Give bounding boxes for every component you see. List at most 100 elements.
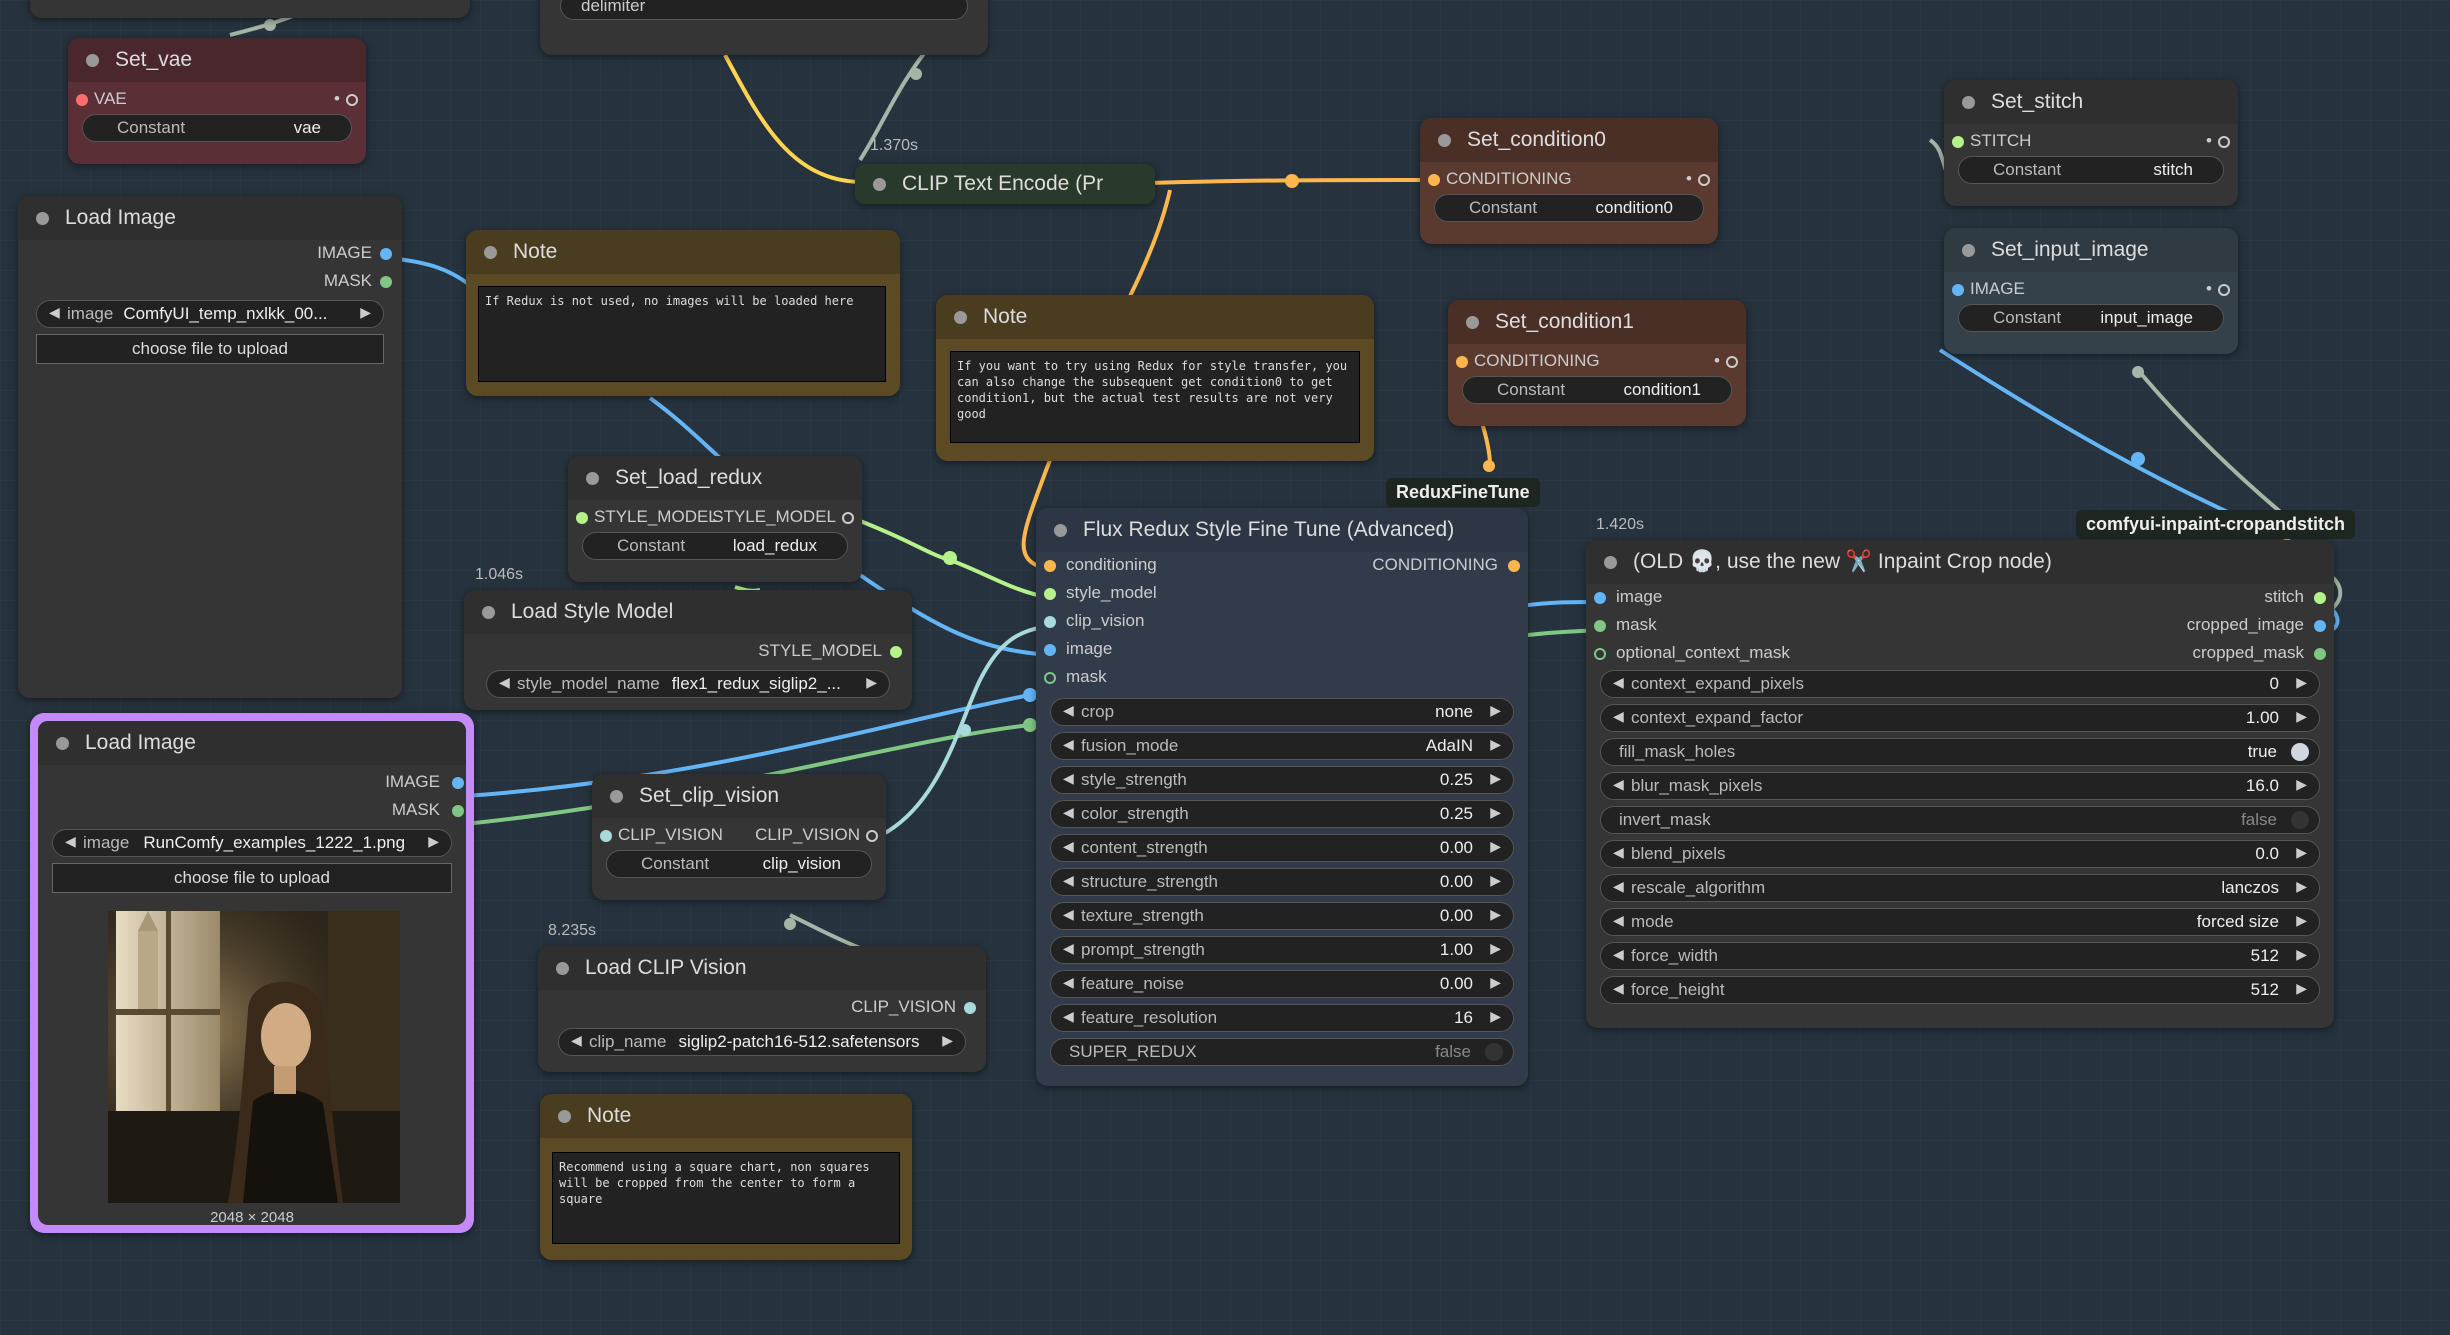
right-arrow-icon[interactable]: ▶ [2296, 708, 2307, 724]
clip-vision-output-slot[interactable] [866, 830, 878, 842]
right-arrow-icon[interactable]: ▶ [2296, 912, 2307, 928]
vae-output-slot[interactable] [346, 94, 358, 106]
clip-vision-output-slot[interactable] [964, 1002, 976, 1014]
node-header[interactable]: Set_stitch [1944, 80, 2238, 124]
right-arrow-icon[interactable]: ▶ [1490, 940, 1501, 956]
note-node-2[interactable]: Note If you want to try using Redux for … [936, 295, 1374, 461]
right-arrow-icon[interactable]: ▶ [1490, 872, 1501, 888]
style-model-output-slot[interactable] [842, 512, 854, 524]
right-arrow-icon[interactable]: ▶ [1490, 770, 1501, 786]
left-arrow-icon[interactable]: ◀ [1613, 674, 1624, 690]
clip-vision-input-slot[interactable] [600, 830, 612, 842]
io-row-mask[interactable]: mask cropped_image [1586, 612, 2334, 640]
left-arrow-icon[interactable]: ◀ [1613, 878, 1624, 894]
node-header[interactable]: Flux Redux Style Fine Tune (Advanced) [1036, 508, 1528, 552]
left-arrow-icon[interactable]: ◀ [1063, 940, 1074, 956]
right-arrow-icon[interactable]: ▶ [2296, 980, 2307, 996]
string-node[interactable]: delimiter [540, 0, 988, 55]
node-header[interactable]: Set_input_image [1944, 228, 2238, 272]
set-stitch-node[interactable]: Set_stitch STITCH • Constant stitch [1944, 80, 2238, 206]
image-input-slot[interactable] [1594, 592, 1606, 604]
load-image-node-2[interactable]: Load Image IMAGE MASK ◀ image RunComfy_e… [30, 713, 474, 1233]
node-header[interactable]: Set_condition0 [1420, 118, 1718, 162]
mask-output-slot[interactable] [380, 276, 392, 288]
style-model-output-slot[interactable] [890, 646, 902, 658]
constant-widget[interactable]: Constant stitch [1958, 156, 2224, 184]
right-arrow-icon[interactable]: ▶ [1490, 804, 1501, 820]
set-input-image-node[interactable]: Set_input_image IMAGE • Constant input_i… [1944, 228, 2238, 354]
right-arrow-icon[interactable]: ▶ [942, 1032, 953, 1048]
upload-button[interactable]: choose file to upload [36, 334, 384, 364]
right-arrow-icon[interactable]: ▶ [2296, 844, 2307, 860]
left-arrow-icon[interactable]: ◀ [1063, 974, 1074, 990]
constant-widget[interactable]: Constant load_redux [582, 532, 848, 560]
set-condition0-node[interactable]: Set_condition0 CONDITIONING • Constant c… [1420, 118, 1718, 244]
vae-input-slot[interactable] [76, 94, 88, 106]
conditioning-input-slot[interactable] [1456, 356, 1468, 368]
left-arrow-icon[interactable]: ◀ [1063, 838, 1074, 854]
delimiter-widget[interactable]: delimiter [560, 0, 968, 20]
set-load-redux-node[interactable]: Set_load_redux STYLE_MODEL STYLE_MODEL C… [568, 456, 862, 582]
note-node-3[interactable]: Note Recommend using a square chart, non… [540, 1094, 912, 1260]
conditioning-output-slot[interactable] [1508, 560, 1520, 572]
left-arrow-icon[interactable]: ◀ [1063, 770, 1074, 786]
right-arrow-icon[interactable]: ▶ [2296, 674, 2307, 690]
node-header[interactable]: Load CLIP Vision [538, 946, 986, 990]
right-arrow-icon[interactable]: ▶ [1490, 906, 1501, 922]
image-output-slot[interactable] [452, 777, 464, 789]
load-clip-vision-node[interactable]: Load CLIP Vision CLIP_VISION ◀ clip_name… [538, 946, 986, 1072]
mask-input-slot[interactable] [1594, 620, 1606, 632]
note-node-1[interactable]: Note If Redux is not used, no images wil… [466, 230, 900, 396]
input-image[interactable]: image [1036, 636, 1528, 664]
clip-vision-input-slot[interactable] [1044, 616, 1056, 628]
left-arrow-icon[interactable]: ◀ [1063, 702, 1074, 718]
conditioning-output-slot[interactable] [1726, 356, 1738, 368]
node-header[interactable]: (OLD 💀, use the new ✂️ Inpaint Crop node… [1586, 540, 2334, 584]
constant-widget[interactable]: Constant clip_vision [606, 850, 872, 878]
node-header[interactable]: Note [936, 295, 1374, 339]
right-arrow-icon[interactable]: ▶ [428, 833, 439, 849]
left-arrow-icon[interactable]: ◀ [1613, 844, 1624, 860]
left-arrow-icon[interactable]: ◀ [1613, 980, 1624, 996]
left-arrow-icon[interactable]: ◀ [1063, 872, 1074, 888]
image-output-slot[interactable] [380, 248, 392, 260]
node-header[interactable]: Set_clip_vision [592, 774, 886, 818]
node-header[interactable]: Note [466, 230, 900, 274]
style-model-name-widget[interactable]: ◀ style_model_name flex1_redux_siglip2_.… [486, 670, 890, 698]
image-input-slot[interactable] [1044, 644, 1056, 656]
style-model-input-slot[interactable] [576, 512, 588, 524]
left-arrow-icon[interactable]: ◀ [499, 674, 510, 690]
set-vae-node[interactable]: Set_vae VAE • Constant vae [68, 38, 366, 164]
right-arrow-icon[interactable]: ▶ [1490, 838, 1501, 854]
inpaint-crop-node[interactable]: (OLD 💀, use the new ✂️ Inpaint Crop node… [1586, 540, 2334, 1028]
clip-text-encode-node[interactable]: CLIP Text Encode (Pr [855, 164, 1155, 204]
stitch-input-slot[interactable] [1952, 136, 1964, 148]
io-row-context-mask[interactable]: optional_context_mask cropped_mask [1586, 640, 2334, 668]
node-header[interactable]: CLIP Text Encode (Pr [855, 164, 1155, 204]
conditioning-input-slot[interactable] [1428, 174, 1440, 186]
cropped-mask-output-slot[interactable] [2314, 648, 2326, 660]
node-header[interactable]: Set_vae [68, 38, 366, 82]
right-arrow-icon[interactable]: ▶ [866, 674, 877, 690]
cropped-image-output-slot[interactable] [2314, 620, 2326, 632]
load-image-node-1[interactable]: Load Image IMAGE MASK ◀ image ComfyUI_te… [18, 196, 402, 698]
constant-widget[interactable]: Constant vae [82, 114, 352, 142]
image-input-slot[interactable] [1952, 284, 1964, 296]
io-row-image[interactable]: image stitch [1586, 584, 2334, 612]
node-header[interactable]: Note [540, 1094, 912, 1138]
note-text[interactable]: Recommend using a square chart, non squa… [552, 1152, 900, 1244]
node-header[interactable]: Load Image [38, 721, 466, 765]
image-select-widget[interactable]: ◀ image RunComfy_examples_1222_1.png ▶ [52, 829, 452, 857]
top-left-node[interactable] [30, 0, 470, 18]
